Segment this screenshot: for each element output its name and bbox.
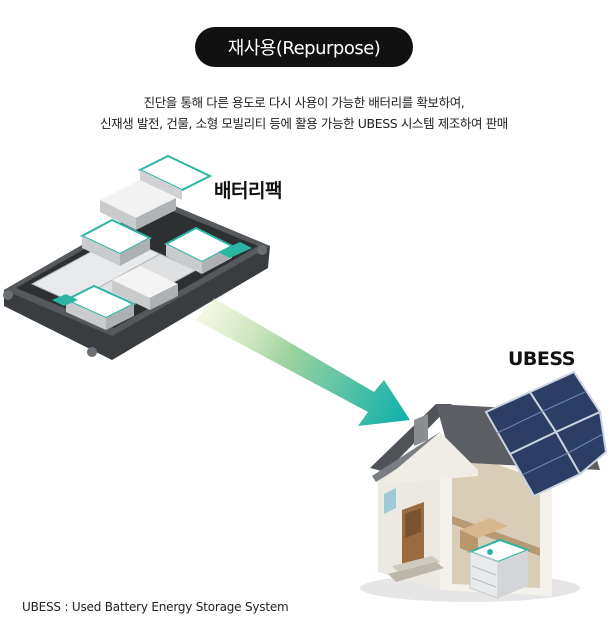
solar-panels (484, 370, 608, 498)
battery-pack-illustration (3, 154, 270, 360)
footnote: UBESS : Used Battery Energy Storage Syst… (22, 600, 289, 614)
ess-cabinet (467, 538, 531, 599)
description-line-2: 신재생 발전, 건물, 소형 모빌리티 등에 활용 가능한 UBESS 시스템 … (100, 116, 508, 131)
page-title: 재사용(Repurpose) (227, 38, 381, 59)
description-line-1: 진단을 통해 다른 용도로 다시 사용이 가능한 배터리를 확보하여, (143, 95, 465, 110)
ubess-label: UBESS (508, 348, 575, 370)
battery-pack-label: 배터리팩 (214, 180, 282, 202)
ubess-house-illustration (360, 370, 608, 602)
transition-arrow (192, 298, 410, 426)
title-pill: 재사용(Repurpose) (195, 27, 413, 67)
description: 진단을 통해 다른 용도로 다시 사용이 가능한 배터리를 확보하여, 신재생 … (0, 92, 608, 134)
